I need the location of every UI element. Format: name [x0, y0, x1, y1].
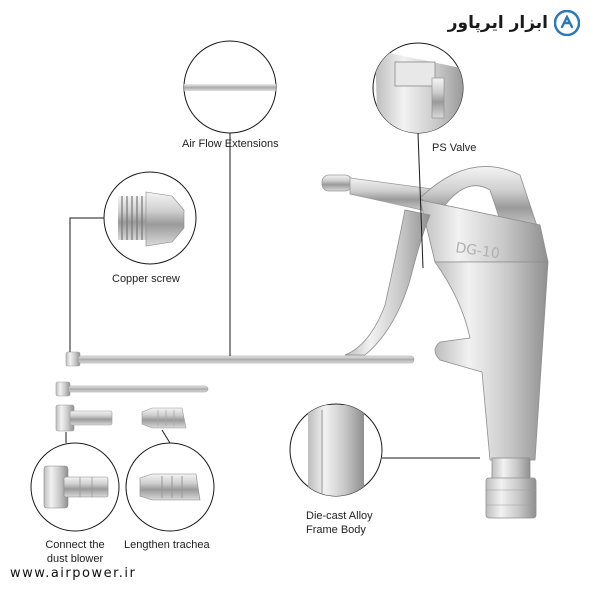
label-die-cast-line2: Frame Body — [306, 524, 366, 536]
label-die-cast-line1: Die-cast Alloy — [306, 510, 373, 522]
label-copper-screw: Copper screw — [112, 273, 180, 285]
extension-rod-long — [65, 351, 415, 367]
label-connect-line1: Connect the — [45, 539, 105, 551]
airpower-logo-icon — [553, 9, 581, 37]
label-ps-valve: PS Valve — [432, 142, 477, 154]
brand-name: ابزار ایرپاور — [447, 13, 548, 33]
callout-die-cast-body — [289, 403, 383, 497]
svg-text:DG-10: DG-10 — [454, 240, 500, 262]
callout-ps-valve — [372, 42, 464, 134]
air-gun-body: DG-10 — [321, 166, 549, 519]
label-air-flow-extensions: Air Flow Extensions — [182, 138, 279, 150]
label-lengthen-trachea: Lengthen trachea — [124, 539, 210, 551]
label-die-cast-body: Die-cast Alloy Frame Body — [306, 509, 373, 537]
label-connect-line2: dust blower — [46, 553, 104, 565]
callout-lines — [65, 132, 480, 459]
callout-copper-screw — [103, 171, 197, 265]
callout-connector — [30, 442, 120, 532]
muffler-nozzle — [141, 407, 187, 429]
brand-header: ابزار ایرپاور — [447, 8, 581, 38]
footer-url: www.airpower.ir — [10, 566, 137, 581]
callout-air-flow-extensions — [183, 40, 277, 134]
callout-muffler — [125, 442, 215, 532]
label-connect-dust-blower: Connect the dust blower — [34, 538, 116, 566]
elbow-connector — [55, 404, 113, 432]
extension-rod-short — [55, 381, 209, 397]
